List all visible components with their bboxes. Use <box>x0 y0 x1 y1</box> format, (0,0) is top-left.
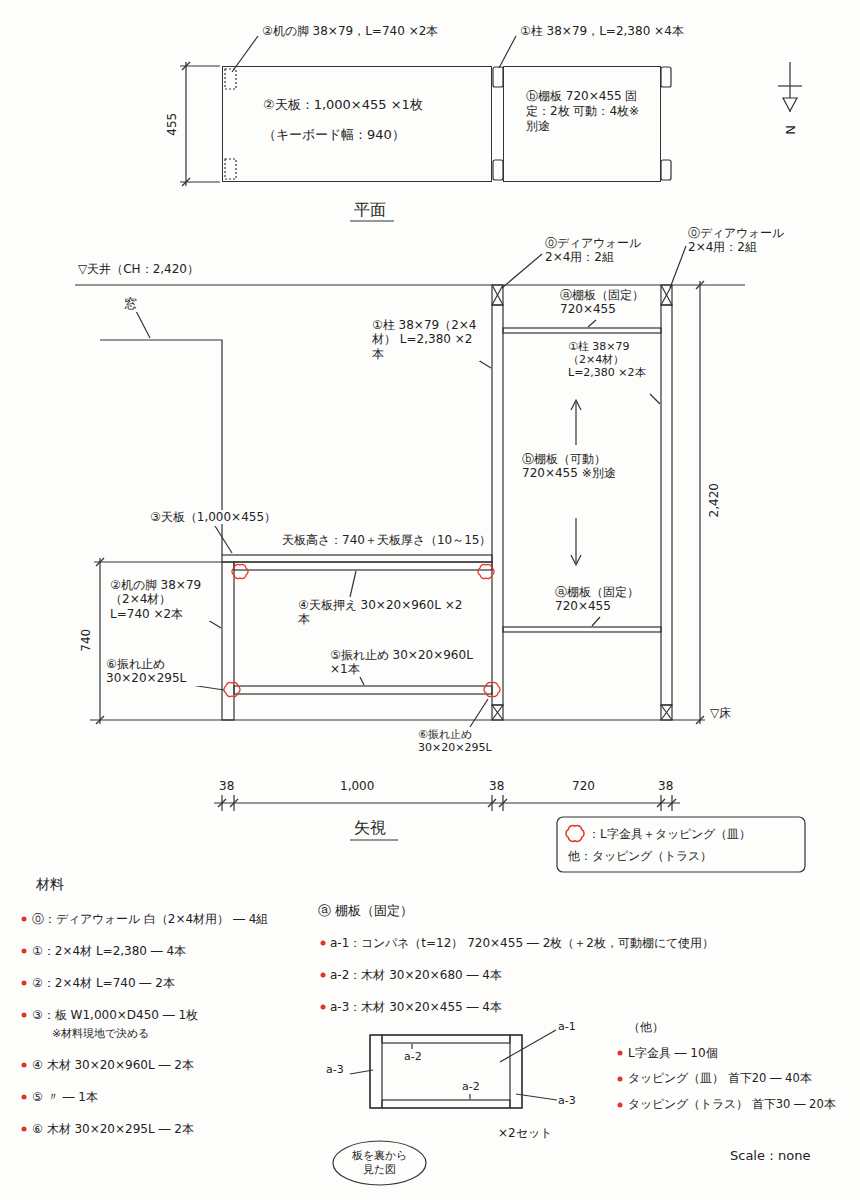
shelf-plan: ⓑ棚板 720×455 固定：2枚 可動：4枚※別途 <box>503 66 661 182</box>
desk-top-plan: ②天板：1,000×455 ×1枚 （キーボード幅：940） <box>222 66 492 182</box>
part-callout: ①柱 38×79（2×4材） L=2,380 ×2本 <box>372 318 480 361</box>
part-callout: ⓪ディアウォール 2×4用：2組 <box>688 226 798 255</box>
dimension-text: 38 <box>489 779 504 793</box>
level-mark: ▽天井（CH：2,420） <box>78 262 199 276</box>
part-callout: ②机の脚 38×79（2×4材） L=740 ×2本 <box>110 578 210 621</box>
view-title: 矢視 <box>354 818 386 837</box>
node-text: ⓑ棚板 720×455 固定：2枚 可動：4枚※別途 <box>526 89 644 134</box>
legend-text: 他：タッピング（トラス） <box>568 849 712 863</box>
view-title: 平面 <box>354 200 386 219</box>
note-text: 天板高さ：740＋天板厚さ（10～15） <box>282 533 491 547</box>
material-item: a-2：木材 30×20×680 ― 4本 <box>330 968 502 982</box>
note-oval: 板を裏から見た図 <box>332 1140 427 1186</box>
dimension-text: 455 <box>165 113 179 136</box>
part-callout: ④天板押え 30×20×960L ×2本 <box>298 598 463 627</box>
material-item: ①：2×4材 L=2,380 ― 4本 <box>32 944 186 958</box>
dimension-text: 38 <box>219 779 234 793</box>
material-item: L字金具 ― 10個 <box>628 1046 718 1060</box>
part-callout: ⓐ棚板（固定） 720×455 <box>560 288 660 317</box>
material-item: ⑤ 〃 ― 1本 <box>32 1090 98 1104</box>
part-callout: ⓐ棚板（固定） 720×455 <box>555 585 655 614</box>
part-callout: ⑥振れ止め 30×20×295L <box>106 657 221 686</box>
material-item: ④ 木材 30×20×960L ― 2本 <box>32 1058 194 1072</box>
scale-note: Scale：none <box>730 1148 810 1164</box>
dimension-text: 38 <box>658 779 673 793</box>
part-callout: ⓪ディアウォール 2×4用：2組 <box>545 236 657 265</box>
material-item: a-1：コンパネ（t=12） 720×455 ― 2枚（＋2枚，可動棚にて使用） <box>330 936 714 950</box>
north-mark: N <box>782 125 798 135</box>
note-text: ×2セット <box>498 1126 552 1140</box>
part-callout: a-3 <box>326 1063 344 1076</box>
part-callout: ⑥振れ止め 30×20×295L <box>418 728 510 754</box>
part-callout: a-1 <box>558 1020 576 1033</box>
dimension-text: 2,420 <box>707 483 721 517</box>
material-item: ⑥ 木材 30×20×295L ― 2本 <box>32 1122 194 1136</box>
part-callout: ⓑ棚板（可動） 720×455 ※別途 <box>522 452 622 481</box>
level-mark: ▽床 <box>710 706 731 720</box>
part-callout: a-2 <box>404 1050 422 1063</box>
material-item: ②：2×4材 L=740 ― 2本 <box>32 976 175 990</box>
oval-shape <box>333 1141 426 1185</box>
material-item: a-3：木材 30×20×455 ― 4本 <box>330 1000 502 1014</box>
part-callout: ⑤振れ止め 30×20×960L ×1本 <box>330 648 480 677</box>
list-heading: ⓐ 棚板（固定） <box>318 903 413 919</box>
dimension-text: 1,000 <box>340 779 374 793</box>
part-callout: a-3 <box>558 1094 576 1107</box>
node-text: （キーボード幅：940） <box>263 127 475 143</box>
node-text: ②天板：1,000×455 ×1枚 <box>263 97 475 113</box>
material-item: ⓪：ディアウォール 白（2×4材用） ― 4組 <box>32 912 268 926</box>
material-item: ③：板 W1,000×D450 ― 1枚 <box>32 1008 198 1022</box>
part-callout: ③天板（1,000×455） <box>150 510 276 524</box>
list-heading: 材料 <box>36 876 64 893</box>
dimension-text: 720 <box>572 779 595 793</box>
part-callout: ②机の脚 38×79，L=740 ×2本 <box>262 24 438 38</box>
part-callout: ①柱 38×79，L=2,380 ×4本 <box>520 24 684 38</box>
dimension-text: 740 <box>79 629 93 652</box>
node-text: 板を裏から見た図 <box>349 1149 411 1177</box>
legend-text: ：L字金具＋タッピング（皿） <box>588 827 751 841</box>
list-heading: （他） <box>628 1020 664 1034</box>
part-callout: 窓 <box>124 296 137 312</box>
material-item: タッピング（トラス） 首下30 ― 20本 <box>628 1098 836 1112</box>
material-item: タッピング（皿） 首下20 ― 40本 <box>628 1072 812 1086</box>
part-callout: ①柱 38×79（2×4材） L=2,380 ×2本 <box>568 340 656 380</box>
material-note: ※材料現地で決める <box>52 1027 149 1040</box>
part-callout: a-2 <box>462 1080 480 1093</box>
